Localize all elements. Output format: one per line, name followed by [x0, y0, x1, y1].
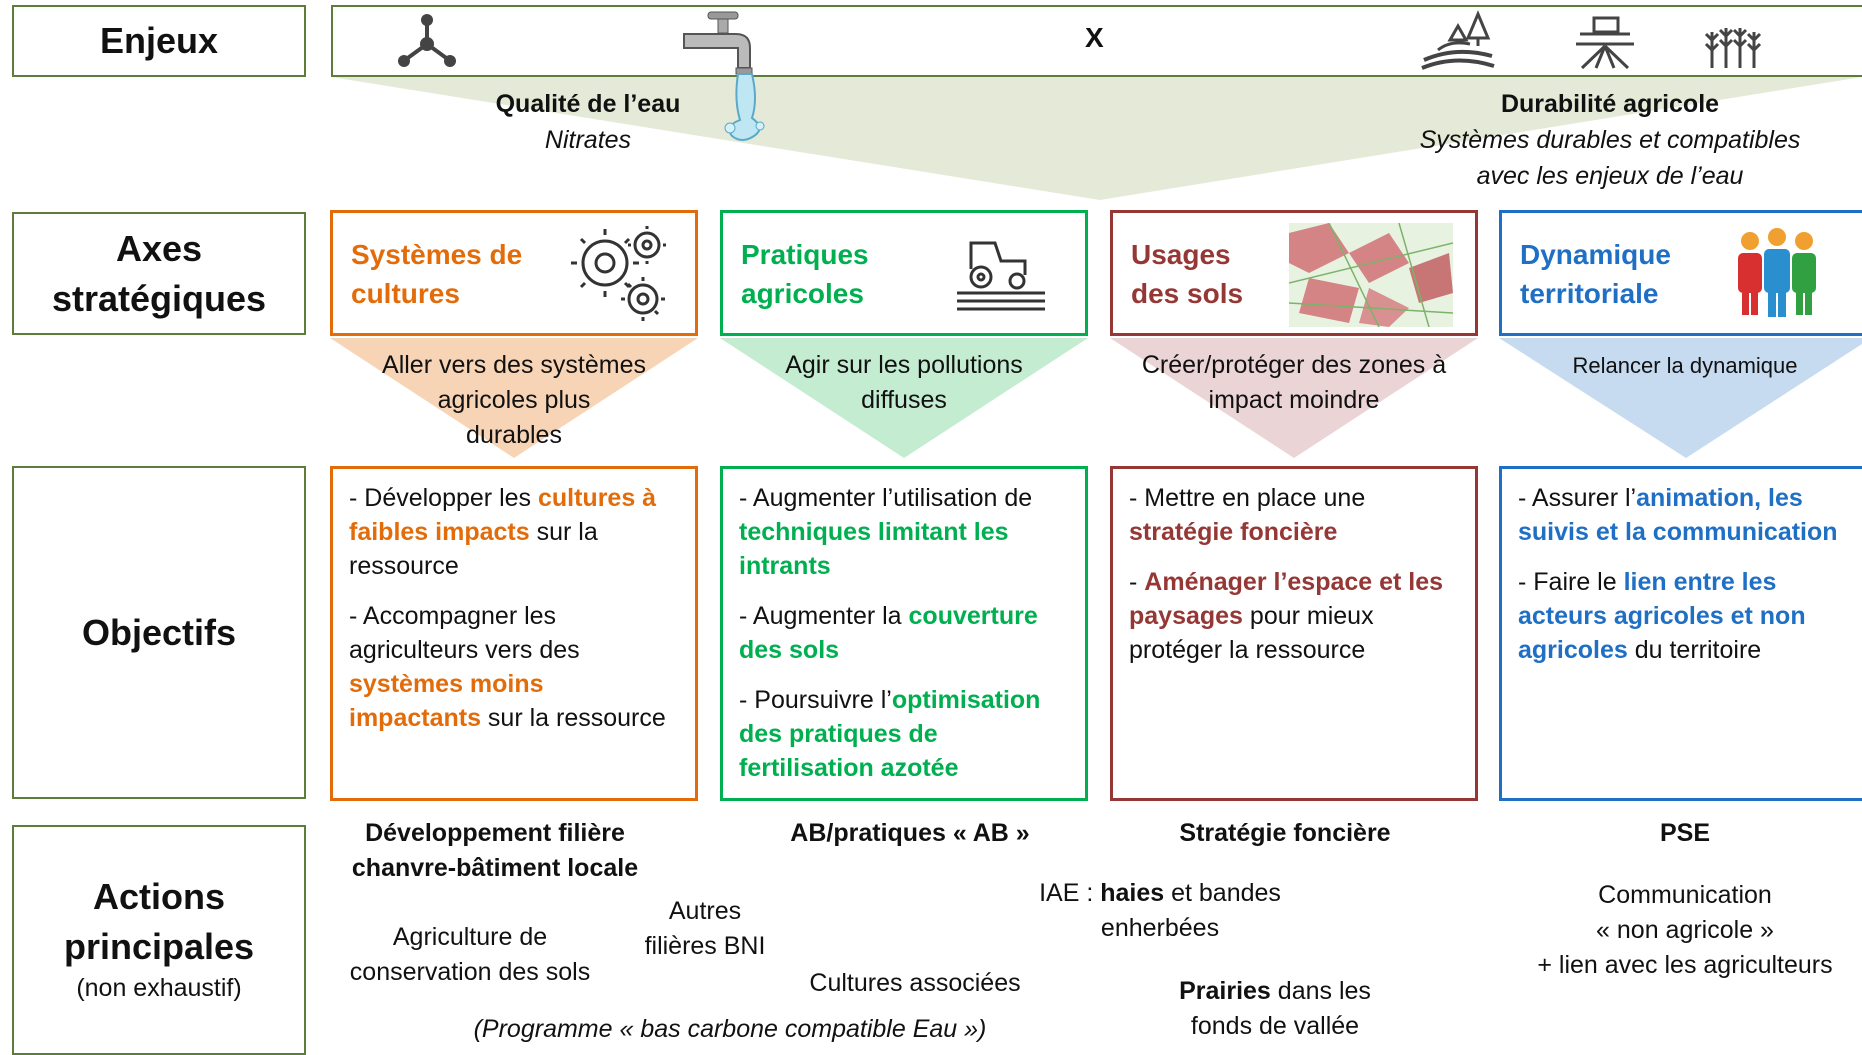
action-strategie-fonciere: Stratégie foncière [1179, 819, 1391, 847]
enjeu-durabilite-agricole: Durabilité agricole Systèmes durables et… [1419, 90, 1801, 190]
objectif-item: - Augmenter l’utilisation de techniques … [739, 484, 1033, 580]
parcel-map-icon [1289, 223, 1453, 327]
axe-title: Usages des sols [1131, 239, 1244, 309]
wheat-icon [1704, 28, 1762, 68]
gears-icon [571, 226, 666, 321]
row-label-objectifs: Objectifs [12, 466, 306, 799]
action-ab: AB/pratiques « AB » [790, 819, 1030, 847]
row-label-axes: Axes stratégiques [12, 212, 306, 335]
objectif-item: - Accompagner les agriculteurs vers des … [349, 602, 666, 732]
axe-goal-usages: Créer/protéger des zones à impact moindr… [1141, 351, 1447, 414]
objectif-item: - Poursuivre l’optimisation des pratique… [739, 686, 1041, 782]
molecule-icon [398, 14, 456, 67]
objectif-item: - Développer les cultures à faibles impa… [349, 484, 657, 580]
faucet-icon [683, 11, 765, 141]
objectifs-systemes: - Développer les cultures à faibles impa… [330, 466, 698, 801]
objectif-item: - Faire le lien entre les acteurs agrico… [1518, 568, 1806, 664]
axe-systemes-cultures: Systèmes de cultures [330, 210, 698, 336]
axe-goal-dynamique: Relancer la dynamique [1572, 353, 1798, 378]
objectifs-usages: - Mettre en place une stratégie foncière… [1110, 466, 1478, 801]
objectif-item: - Assurer l’animation, les suivis et la … [1518, 484, 1838, 546]
field-irrigation-icon [1576, 16, 1634, 70]
enjeu-qualite-eau: Qualité de l’eau Nitrates [495, 90, 681, 154]
row-label-enjeux: Enjeux [12, 5, 306, 77]
action-communication: Communication« non agricole »+ lien avec… [1537, 881, 1833, 979]
axe-pratiques-agricoles: Pratiques agricoles [720, 210, 1088, 336]
objectif-item: - Aménager l’espace et les paysages pour… [1129, 568, 1444, 664]
tractor-icon [957, 241, 1045, 311]
objectif-item: - Augmenter la couverture des sols [739, 602, 1038, 664]
row-label-actions: Actions principales (non exhaustif) [12, 825, 306, 1055]
axe-goal-pratiques: Agir sur les pollutions diffuses [785, 351, 1023, 414]
axe-dynamique-territoriale: Dynamique territoriale [1499, 210, 1862, 336]
people-icon [1738, 228, 1816, 317]
axe-goal-systemes: Aller vers des systèmes agricoles plus d… [382, 351, 646, 449]
axe-title: Systèmes de cultures [351, 239, 523, 309]
action-cultures-associees: Cultures associées [809, 969, 1021, 997]
enjeux-cross-mark: X [1085, 22, 1104, 53]
axe-title: Pratiques agricoles [741, 239, 869, 309]
objectifs-pratiques: - Augmenter l’utilisation de techniques … [720, 466, 1088, 801]
objectifs-dynamique: - Assurer l’animation, les suivis et la … [1499, 466, 1862, 801]
action-pse: PSE [1659, 819, 1711, 847]
objectif-item: - Mettre en place une stratégie foncière [1129, 484, 1366, 546]
landscape-icon [1421, 10, 1495, 70]
axe-title: Dynamique territoriale [1520, 239, 1671, 309]
action-bas-carbone: (Programme « bas carbone compatible Eau … [473, 1015, 987, 1043]
axe-usages-sols: Usages des sols [1110, 210, 1478, 336]
